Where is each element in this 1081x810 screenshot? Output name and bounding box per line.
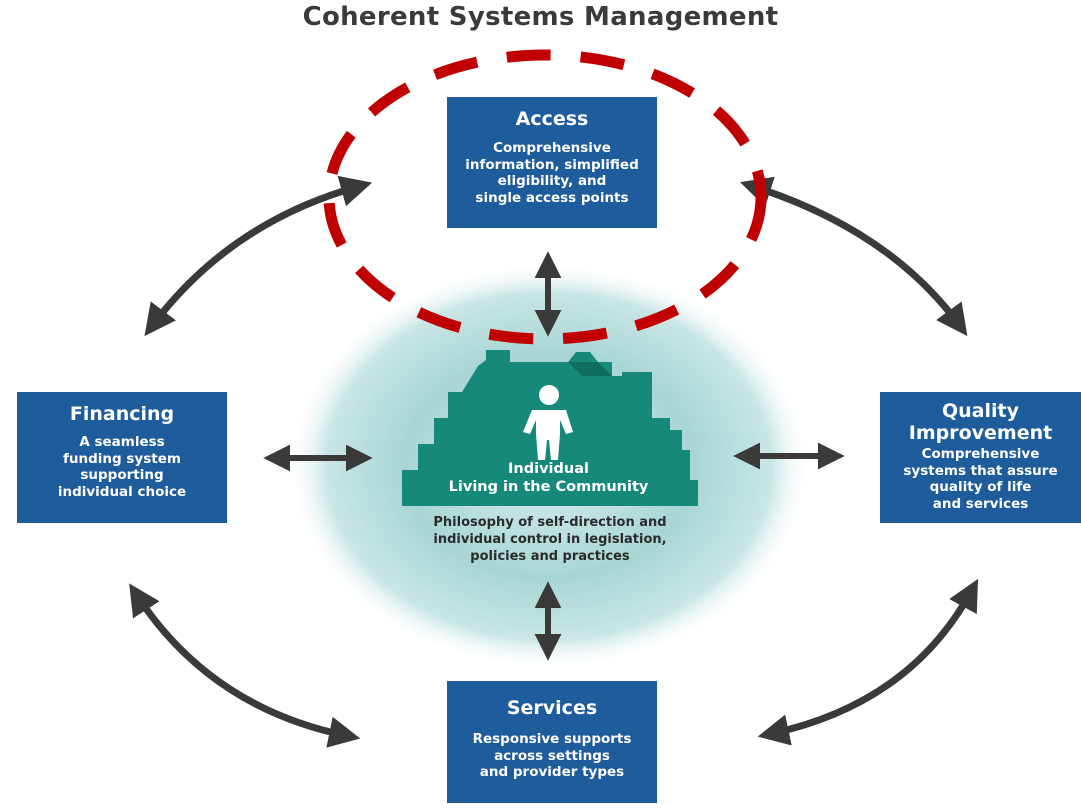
access-box: Access Comprehensive information, simpli… [447,97,657,228]
financing-description: A seamless funding system supporting ind… [57,434,187,500]
quality-description: Comprehensive systems that assure qualit… [903,446,1058,512]
arrow-access-quality [739,176,968,337]
services-description: Responsive supports across settings and … [472,731,632,780]
arrow-financing-access [144,175,373,337]
services-heading: Services [506,697,598,719]
person-icon [523,385,573,460]
center-label-line1: Individual [508,461,589,477]
center-label-line2: Living in the Community [448,479,649,495]
highlight-ellipse [323,49,767,345]
access-description: Comprehensive information, simplified el… [465,140,639,206]
quality-improvement-box: Quality Improvement Comprehensive system… [880,392,1081,523]
philosophy-text: Philosophy of self-direction and individ… [433,515,667,564]
quality-heading: Quality Improvement [908,400,1053,444]
diagram-title: Coherent Systems Management [302,2,779,32]
financing-heading: Financing [69,403,175,425]
financing-box: Financing A seamless funding system supp… [17,392,227,523]
access-heading: Access [515,108,589,130]
center-label: Individual Living in the Community [402,460,695,496]
arrow-financing-services [129,583,361,748]
services-box: Services Responsive supports across sett… [447,681,657,803]
arrow-services-quality [757,578,979,746]
